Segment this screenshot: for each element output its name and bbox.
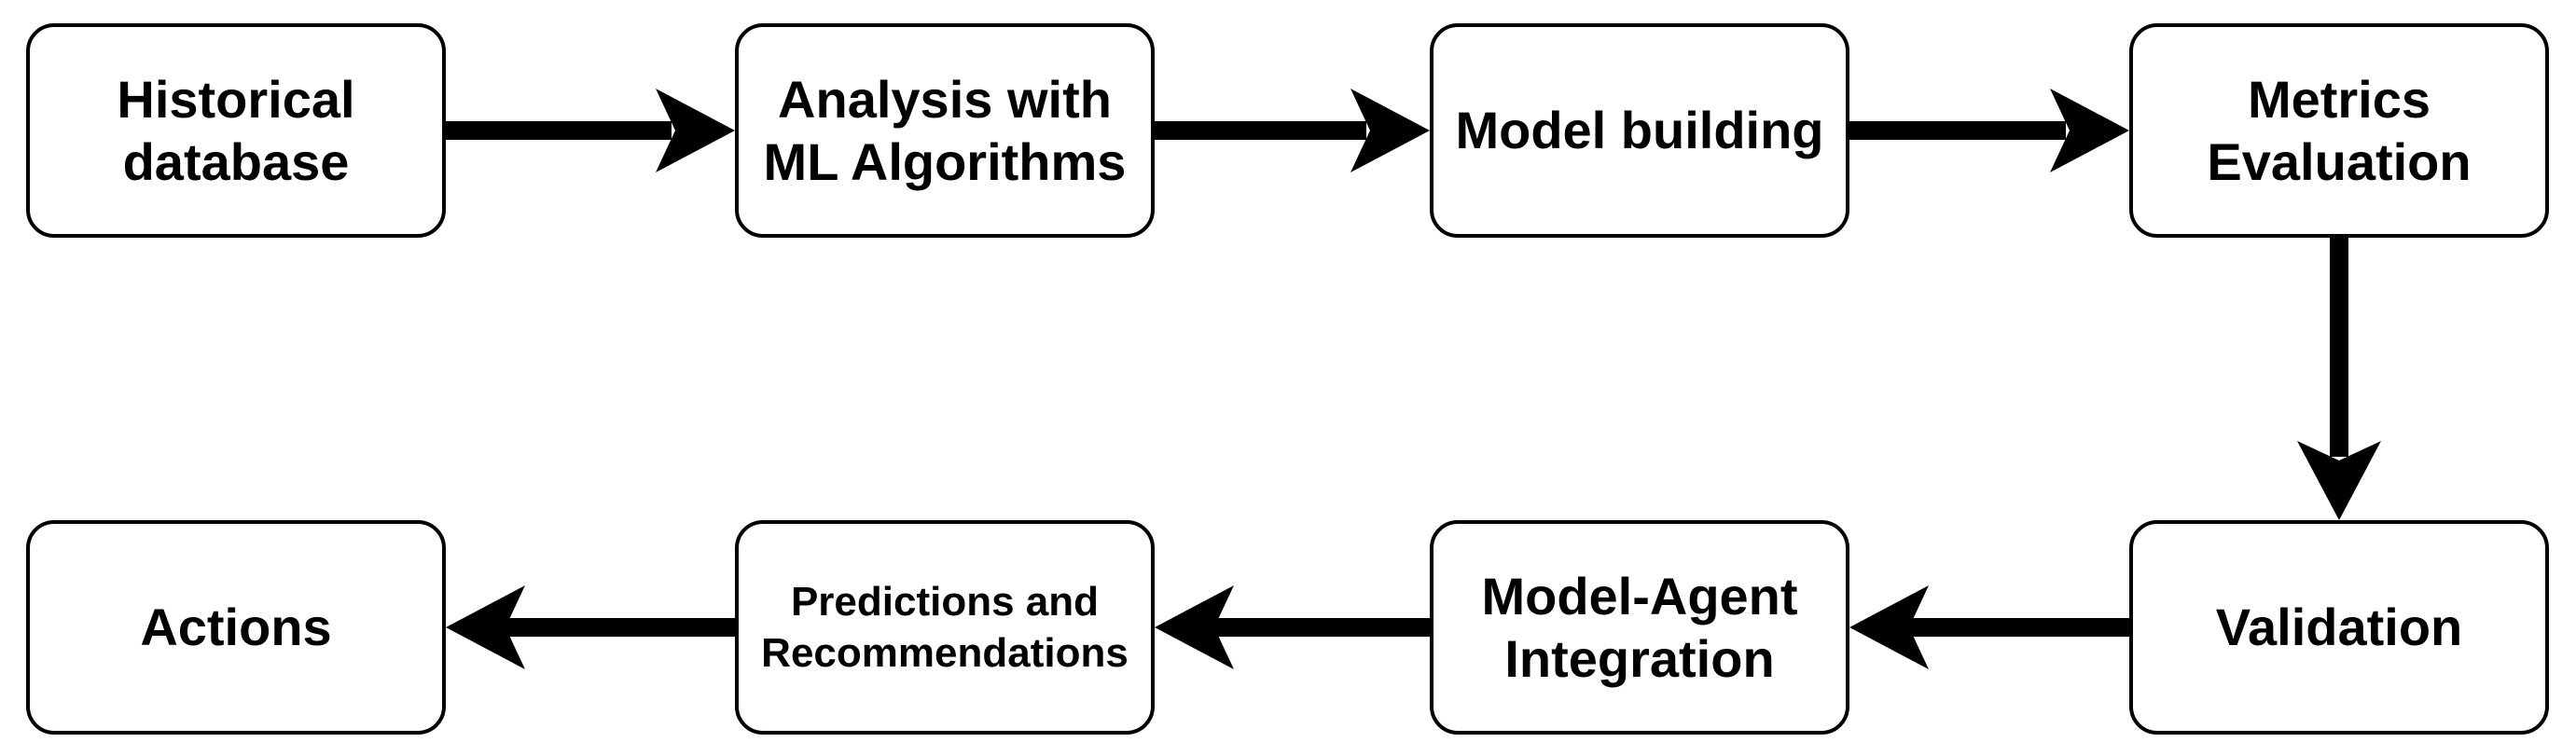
arrow-metrics-to-validation [2297,238,2381,520]
node-metrics-evaluation: Metrics Evaluation [2129,23,2549,238]
node-label: Model building [1455,101,1824,160]
left-arrowhead-icon [446,585,525,669]
node-label: Analysis with ML Algorithms [763,69,1127,191]
right-arrowhead-icon [2050,89,2129,172]
arrow-validation-to-integration [1849,585,2129,669]
down-arrowhead-icon [2297,441,2381,520]
node-model-agent-integration: Model-Agent Integration [1430,520,1849,735]
node-label: Metrics Evaluation [2207,69,2472,191]
node-validation: Validation [2129,520,2549,735]
node-label: Model-Agent Integration [1481,566,1798,688]
right-arrowhead-icon [1350,89,1430,172]
node-actions: Actions [26,520,446,735]
node-label: Actions [140,598,332,657]
node-historical-database: Historical database [26,23,446,238]
node-model-building: Model building [1430,23,1849,238]
left-arrowhead-icon [1849,585,1929,669]
right-arrowhead-icon [656,89,735,172]
left-arrowhead-icon [1155,585,1234,669]
node-label: Historical database [117,69,355,191]
arrow-integration-to-predictions [1155,585,1430,669]
arrow-model-building-to-metrics [1849,89,2129,172]
arrow-analysis-to-model-building [1155,89,1430,172]
node-label: Validation [2215,598,2463,657]
node-label: Predictions and Recommendations [761,579,1129,676]
node-predictions-and-recommendations: Predictions and Recommendations [735,520,1155,735]
arrow-historical-to-analysis [446,89,735,172]
arrow-predictions-to-actions [446,585,735,669]
node-analysis-with-ml-algorithms: Analysis with ML Algorithms [735,23,1155,238]
